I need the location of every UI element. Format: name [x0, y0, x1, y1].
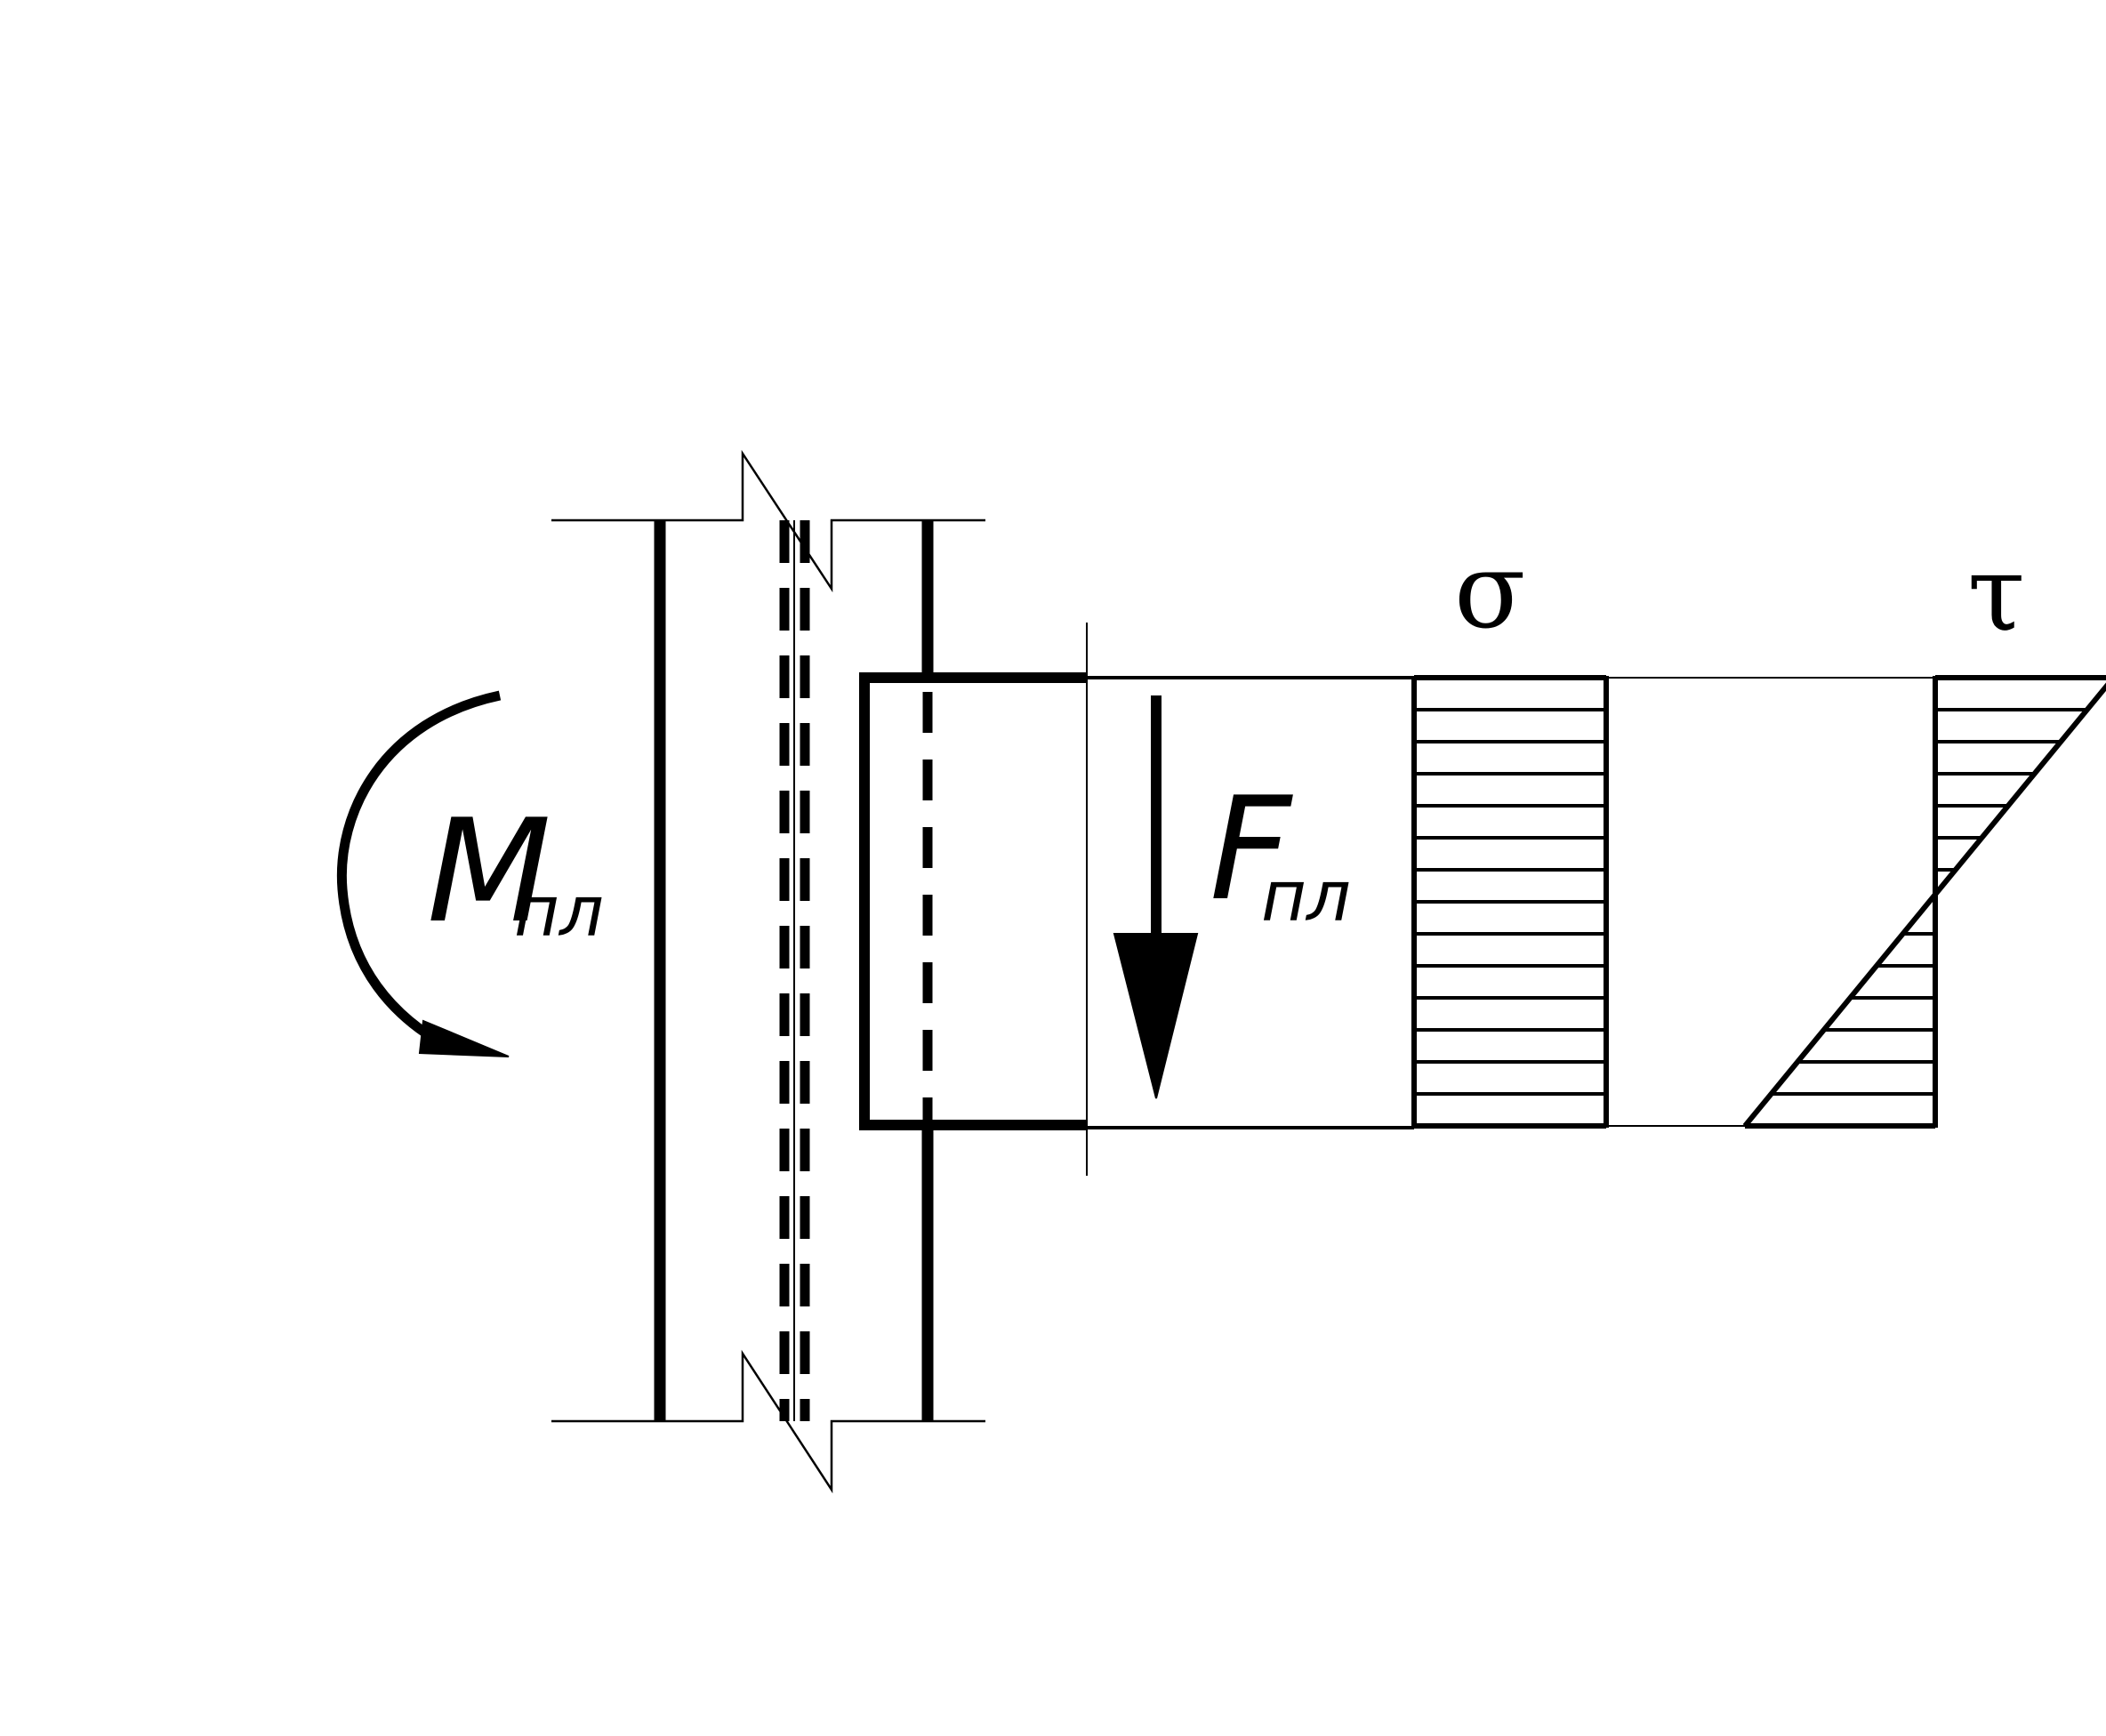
- bottom-break-line: [551, 1349, 985, 1494]
- moment-arrowhead: [418, 1019, 510, 1057]
- sigma-label: σ: [1454, 529, 1526, 652]
- moment-arrow: [336, 690, 510, 1057]
- tau-diagonal: [1742, 682, 2106, 1128]
- force-subscript: пл: [1261, 857, 1351, 937]
- force-arrow: [1113, 695, 1199, 1099]
- force-arrowhead: [1113, 933, 1199, 1099]
- column-section: [551, 449, 985, 1494]
- plate-outline: [859, 672, 1087, 1130]
- sigma-hatch-group: [1414, 708, 1606, 1096]
- tau-hatch-group: [1771, 708, 2087, 1096]
- moment-label: M: [427, 788, 551, 954]
- top-break-line: [551, 449, 985, 593]
- plate: [859, 623, 1414, 1176]
- sigma-stress-diagram: [1411, 675, 1609, 1129]
- tau-stress-diagram: [1742, 675, 2106, 1129]
- moment-arc: [336, 690, 502, 1054]
- moment-subscript: пл: [514, 872, 604, 952]
- tau-label: τ: [1967, 532, 2025, 655]
- force-label: F: [1210, 766, 1293, 932]
